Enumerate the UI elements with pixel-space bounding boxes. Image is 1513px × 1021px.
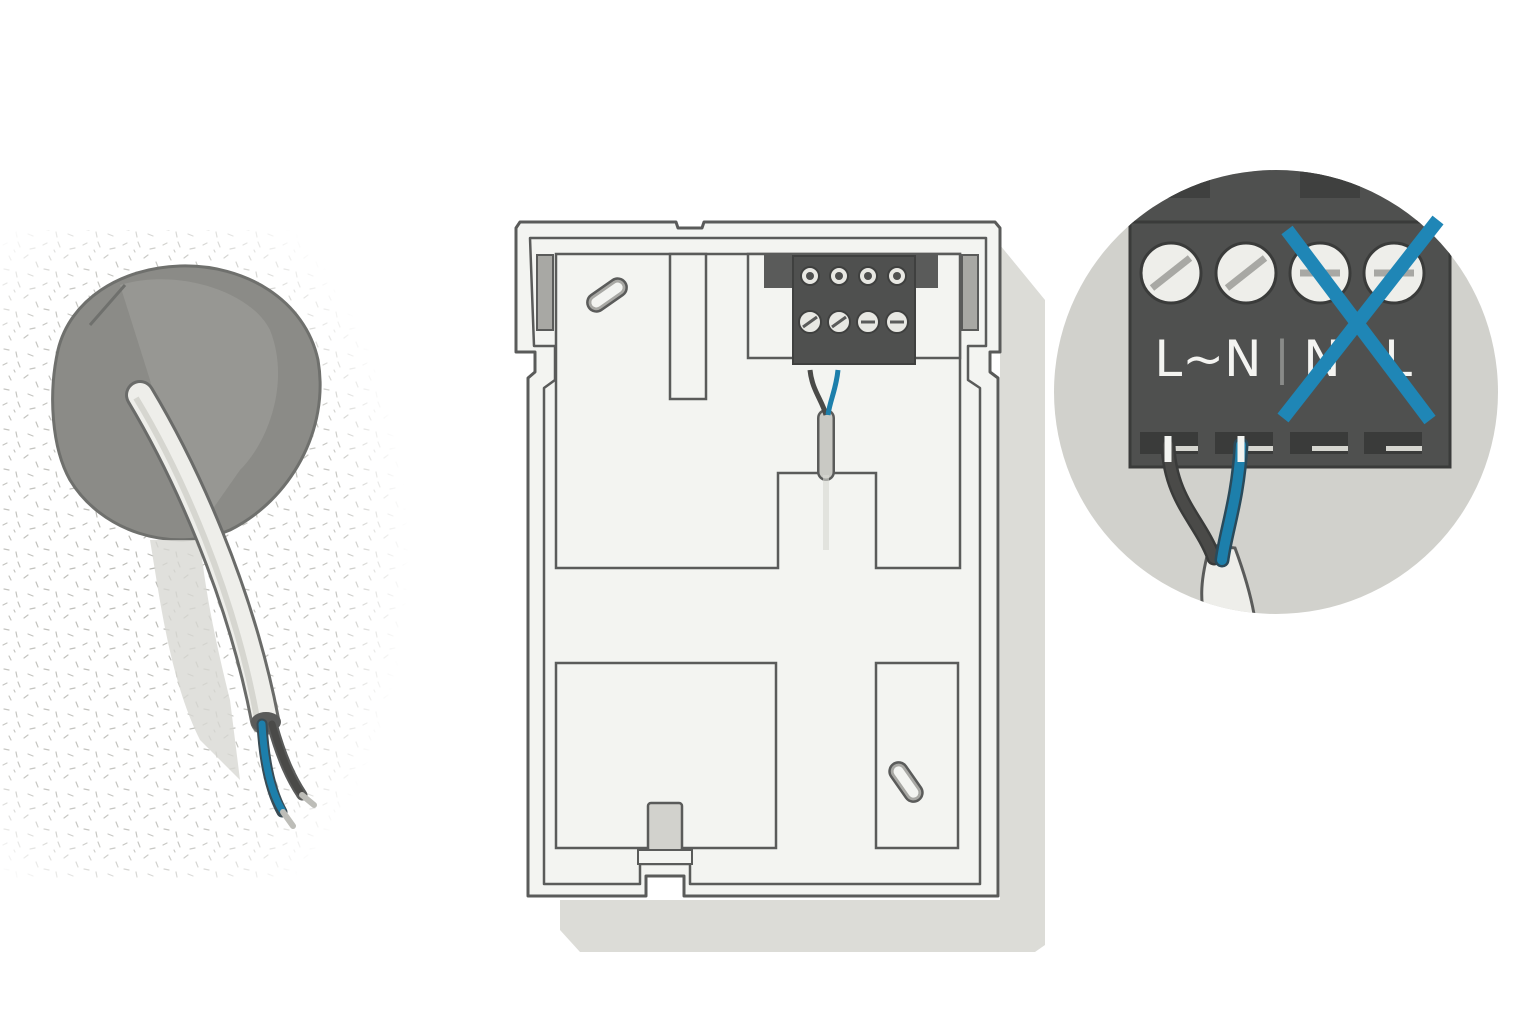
blue-wire-core: [258, 720, 286, 814]
terminal-zoom-panel: L~N | N L: [1054, 170, 1498, 614]
black-wire-core: [268, 720, 304, 796]
wall-panel: [0, 230, 430, 880]
bottom-latch-base: [637, 849, 693, 865]
plate-blue-wire: [825, 369, 841, 416]
blue-wire-tip: [280, 809, 296, 829]
terminal-label-left: L~N: [1154, 330, 1261, 388]
mounting-plate-panel: [514, 220, 1045, 952]
wall-cable-sheath: [128, 383, 277, 732]
terminal-block: [764, 254, 938, 365]
lower-right-recess: [874, 661, 960, 850]
hole-groove: [88, 284, 127, 326]
cross-out-icon: [1277, 215, 1444, 425]
black-wire-tip: [299, 792, 317, 808]
hole-inner-shade: [120, 279, 279, 520]
wall-cable-highlight: [133, 396, 260, 719]
plate-black-wire: [807, 369, 829, 416]
screw-slot-bottom: [888, 761, 924, 803]
terminal-label-divider: |: [1274, 331, 1290, 386]
wall-drip-shadow: [150, 540, 240, 780]
right-wall-shade: [961, 254, 979, 331]
bottom-latch: [646, 801, 684, 853]
screw-slot-top: [586, 277, 628, 313]
left-wall-shade: [536, 254, 554, 331]
center-post: [668, 252, 708, 401]
